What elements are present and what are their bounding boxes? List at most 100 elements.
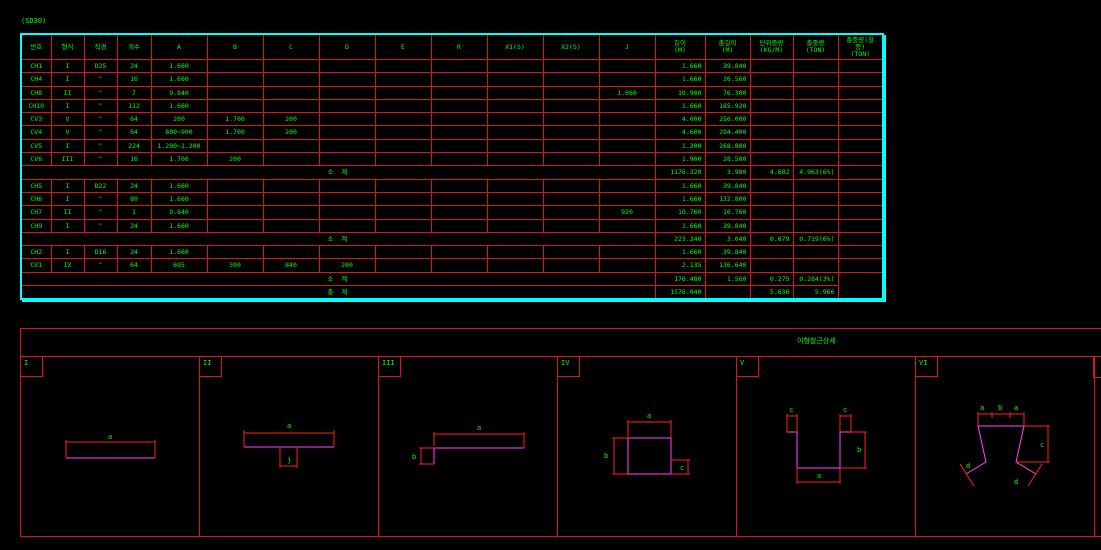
dim-label-c: c xyxy=(1040,441,1044,449)
table-cell: I xyxy=(50,178,85,193)
table-cell xyxy=(430,85,488,100)
table-cell xyxy=(837,72,884,87)
table-cell: I xyxy=(50,58,85,74)
table-cell: 26.560 xyxy=(704,72,751,87)
shape-ii-drawing: a j xyxy=(243,422,335,468)
table-cell xyxy=(749,98,794,114)
table-cell xyxy=(486,72,544,87)
table-cell: 1.200~1.200 xyxy=(150,138,208,154)
table-cell: D25 xyxy=(83,58,118,74)
table-cell: 840 xyxy=(262,258,320,273)
shape-panel-v: V c c b a xyxy=(736,356,916,536)
subtotal-value: 223.240 xyxy=(654,231,706,247)
table-cell: " xyxy=(83,218,118,233)
table-cell: 1.200 xyxy=(654,138,706,154)
table-cell: " xyxy=(83,205,118,220)
table-cell: CH5 xyxy=(20,178,52,193)
table-cell xyxy=(749,205,794,220)
table-cell: 1.660 xyxy=(150,191,208,207)
column-header: 단위중량 (KG/M) xyxy=(749,33,794,60)
table-cell xyxy=(837,191,884,207)
column-header: 총중량(할증) (TON) xyxy=(837,33,884,60)
table-cell xyxy=(374,218,432,233)
table-cell xyxy=(837,218,884,233)
column-header: D xyxy=(318,33,376,60)
dim-label-a: a xyxy=(108,433,112,441)
dim-label-a-left: a xyxy=(980,404,984,412)
column-header: 번호 xyxy=(20,33,52,60)
table-cell: II xyxy=(50,85,85,100)
table-cell xyxy=(430,58,488,74)
table-cell xyxy=(837,125,884,140)
table-cell: 39.840 xyxy=(704,245,751,260)
table-cell xyxy=(430,125,488,140)
table-cell: I xyxy=(50,138,85,154)
shape-panel-vi: VI a b a c d d xyxy=(915,356,1095,536)
table-cell: 1.660 xyxy=(150,98,208,114)
shape-panel-i: I a xyxy=(20,356,200,536)
table-cell xyxy=(374,58,432,74)
detail-title-bar xyxy=(20,328,1101,357)
table-cell xyxy=(486,112,544,127)
table-cell: 24 xyxy=(116,178,152,193)
table-cell xyxy=(318,112,376,127)
table-cell xyxy=(374,85,432,100)
table-cell xyxy=(430,72,488,87)
table-cell: 1.660 xyxy=(654,58,706,74)
table-cell xyxy=(792,258,839,273)
table-cell xyxy=(542,98,600,114)
table-cell xyxy=(206,98,264,114)
table-cell: 39.840 xyxy=(704,58,751,74)
table-cell xyxy=(792,98,839,114)
table-cell: 64 xyxy=(116,112,152,127)
column-header: J xyxy=(598,33,656,60)
table-cell: 185.920 xyxy=(704,98,751,114)
table-cell xyxy=(206,191,264,207)
table-cell: " xyxy=(83,98,118,114)
table-cell: 80 xyxy=(116,191,152,207)
dim-label-b: b xyxy=(998,404,1002,412)
table-cell: 10.760 xyxy=(704,205,751,220)
table-cell xyxy=(486,178,544,193)
subtotal-label: 총 계 xyxy=(20,285,656,300)
table-cell xyxy=(598,258,656,273)
table-cell xyxy=(486,85,544,100)
table-cell xyxy=(318,138,376,154)
table-cell: 1.660 xyxy=(654,178,706,193)
table-cell xyxy=(749,258,794,273)
table-cell: 1.660 xyxy=(654,191,706,207)
table-cell: CV6 xyxy=(20,152,52,167)
table-cell: 920 xyxy=(598,205,656,220)
subtotal-value: 0.719(6%) xyxy=(792,231,839,247)
table-cell: 200 xyxy=(206,152,264,167)
table-cell xyxy=(374,191,432,207)
table-cell: 64 xyxy=(116,258,152,273)
subtotal-label: 소 계 xyxy=(20,231,656,247)
table-cell: 24 xyxy=(116,245,152,260)
column-header: 길이 (M) xyxy=(654,33,706,60)
table-cell xyxy=(792,72,839,87)
table-cell: CV5 xyxy=(20,138,52,154)
table-cell: I xyxy=(50,245,85,260)
table-cell xyxy=(206,218,264,233)
subtotal-value: 0.275 xyxy=(749,271,794,287)
table-cell: 800~900 xyxy=(150,125,208,140)
table-cell xyxy=(486,245,544,260)
table-cell xyxy=(837,178,884,193)
table-cell xyxy=(318,58,376,74)
table-cell xyxy=(374,205,432,220)
table-cell xyxy=(430,218,488,233)
table-cell xyxy=(262,58,320,74)
table-cell: " xyxy=(83,258,118,273)
panel-vii-edge xyxy=(1093,356,1101,378)
subtotal-value: 3.040 xyxy=(704,231,751,247)
dim-label-b: b xyxy=(604,452,608,460)
dim-label-a: a xyxy=(287,422,291,430)
